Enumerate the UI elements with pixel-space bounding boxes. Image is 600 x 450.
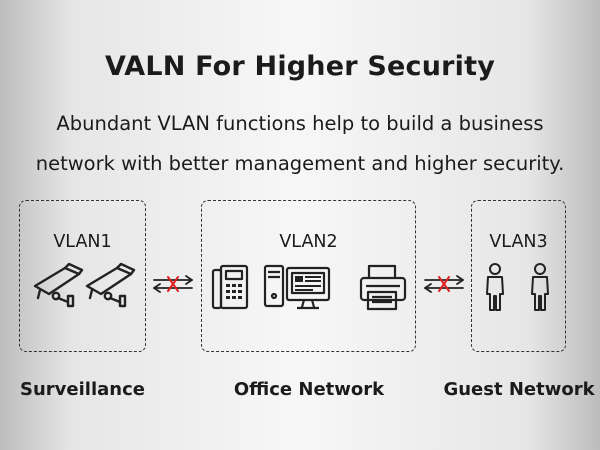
subtitle-line-1: Abundant VLAN functions help to build a … xyxy=(56,112,544,135)
blocked-connection-icon xyxy=(424,275,464,293)
blocked-connection-icon xyxy=(153,275,193,293)
vlan2-devices xyxy=(211,264,407,311)
subtitle-line-2: network with better management and highe… xyxy=(35,152,565,175)
vlan3-caption: Guest Network xyxy=(443,379,595,400)
vlan2-box xyxy=(201,200,416,352)
person-icon xyxy=(531,263,549,311)
vlan1-caption: Surveillance xyxy=(20,379,145,400)
vlan3-devices xyxy=(486,263,549,311)
diagram-title: VALN For Higher Security xyxy=(104,51,496,82)
desk-phone-icon xyxy=(211,264,249,310)
printer-icon xyxy=(359,264,407,311)
vlan1-label: VLAN1 xyxy=(53,232,112,252)
vlan2-caption: Office Network xyxy=(233,379,385,400)
desktop-computer-icon xyxy=(263,264,331,310)
vlan1-devices xyxy=(33,262,136,308)
vlan3-label: VLAN3 xyxy=(489,232,548,252)
camera-icon xyxy=(85,262,136,308)
vlan3-box xyxy=(471,200,566,352)
vlan1-box xyxy=(19,200,146,352)
person-icon xyxy=(486,263,504,311)
vlan2-label: VLAN2 xyxy=(279,232,338,252)
diagram-subtitle: Abundant VLAN functions help to build a … xyxy=(0,104,600,184)
camera-icon xyxy=(33,262,84,308)
